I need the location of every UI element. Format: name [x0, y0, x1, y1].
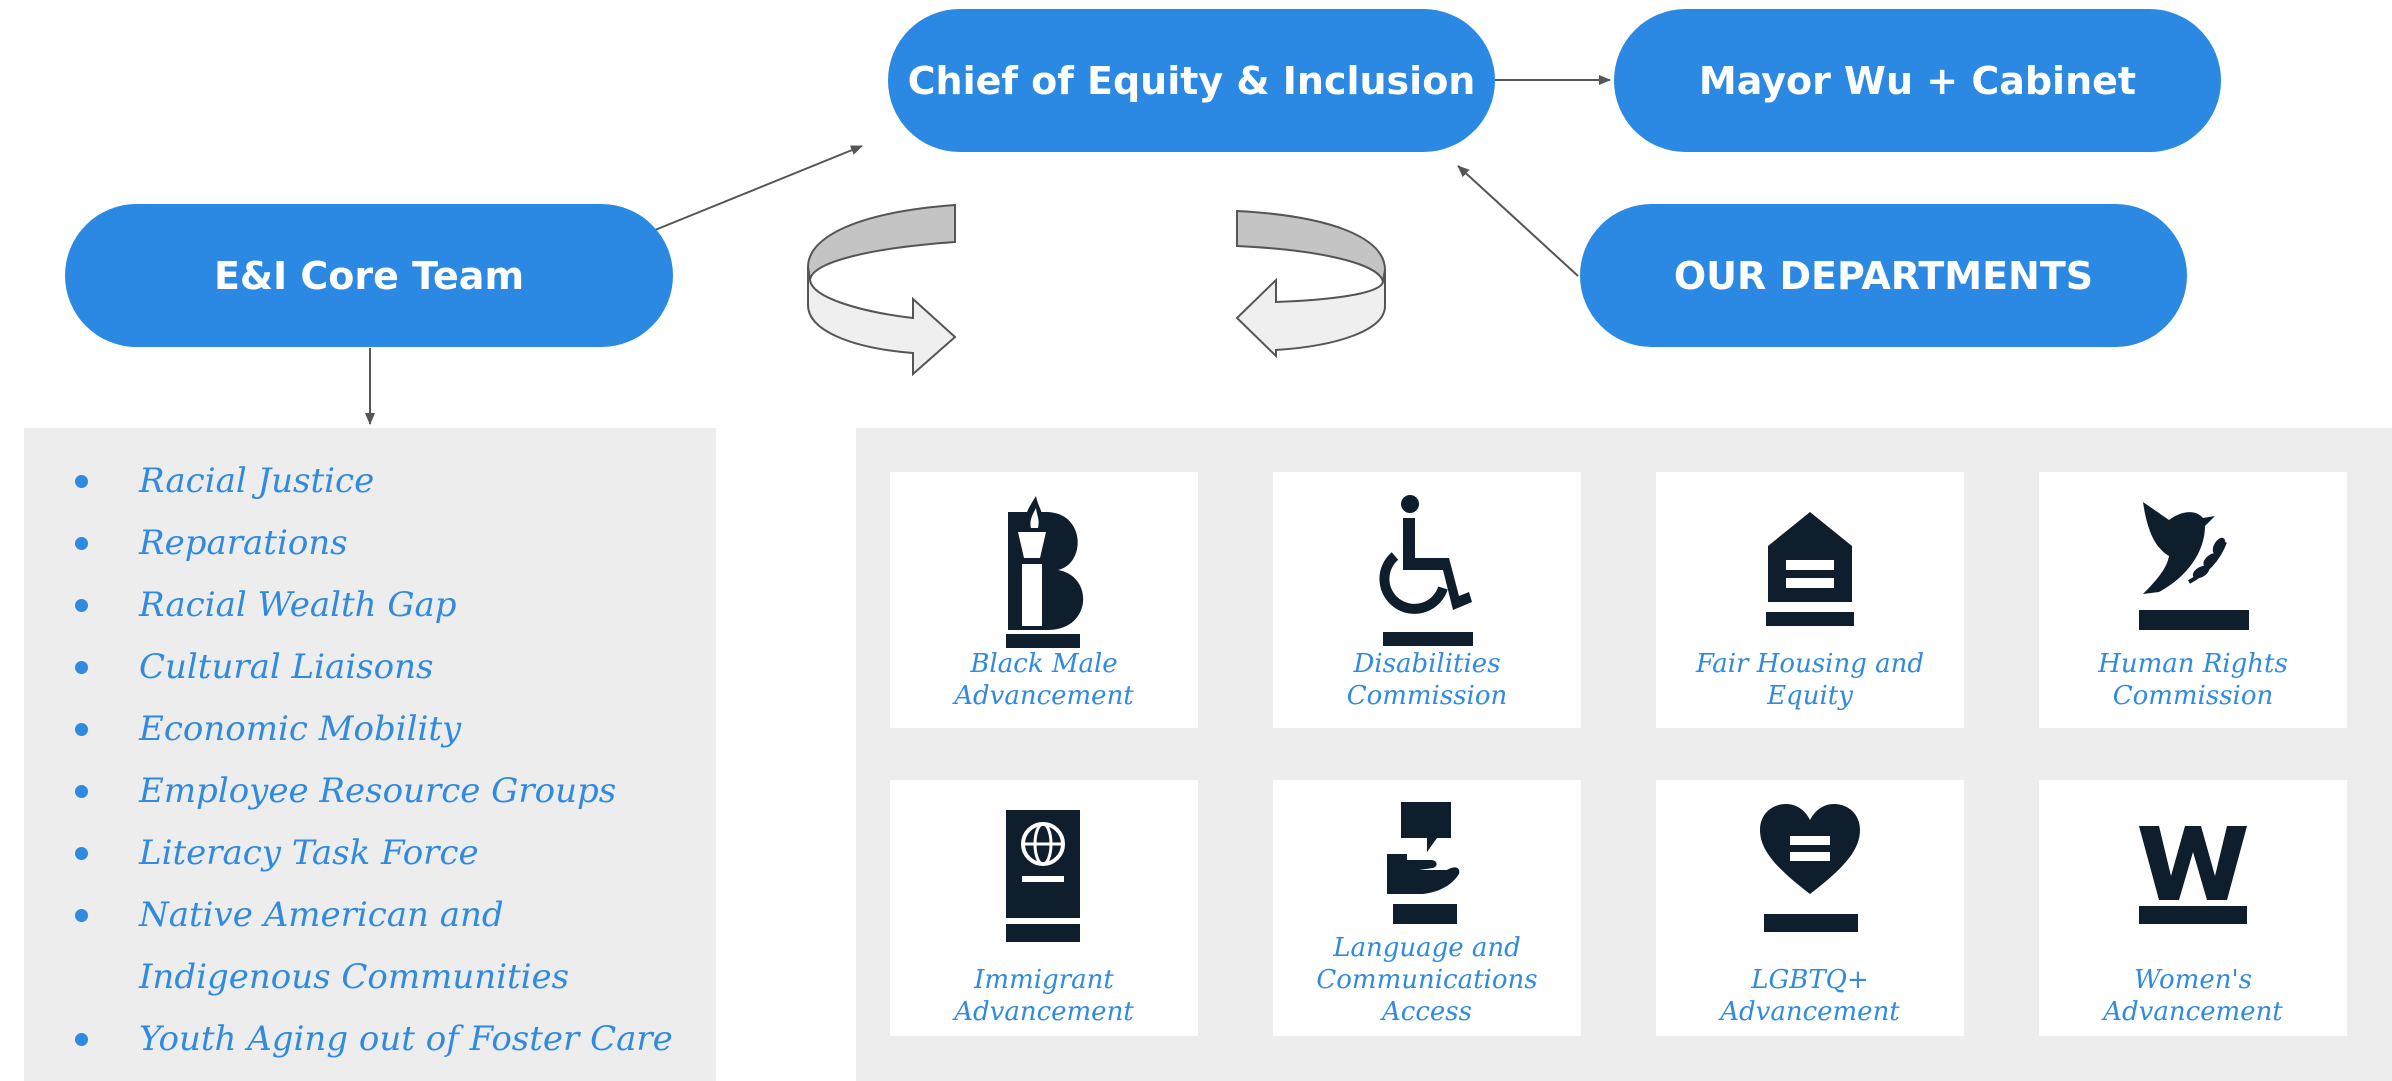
bullet-icon — [72, 636, 90, 698]
department-card-fair-housing-equity: Fair Housing and Equity — [1656, 472, 1964, 728]
topic-label: Employee Resource Groups — [139, 771, 617, 811]
departments-panel: Black Male Advancement Disabilities Comm… — [856, 428, 2392, 1081]
topic-item: Native American and Indigenous Communiti… — [24, 884, 716, 1008]
department-card-womens-advancement: Women's Advancement — [2039, 780, 2347, 1036]
department-card-human-rights-commission: Human Rights Commission — [2039, 472, 2347, 728]
speech-hand-icon — [1387, 802, 1460, 924]
topic-label: Youth Aging out of Foster Care — [139, 1019, 673, 1059]
dove-icon — [2139, 502, 2249, 630]
department-label: Disabilities Commission — [1346, 649, 1508, 711]
department-label: LGBTQ+ Advancement — [1720, 965, 1900, 1027]
house-equal-icon — [1766, 512, 1854, 626]
bullet-icon — [72, 512, 90, 574]
topic-label: Native American and Indigenous Communiti… — [139, 895, 570, 997]
topic-item: Economic Mobility — [24, 698, 716, 760]
department-card-language-communications-access: Language and Communications Access — [1273, 780, 1581, 1036]
wheelchair-icon — [1379, 495, 1473, 646]
topic-label: Literacy Task Force — [139, 833, 479, 873]
topic-label: Reparations — [139, 523, 348, 563]
topic-label: Cultural Liaisons — [139, 647, 434, 687]
department-card-immigrant-advancement: Immigrant Advancement — [890, 780, 1198, 1036]
topic-label: Racial Justice — [139, 461, 375, 501]
topic-item: Employee Resource Groups — [24, 760, 716, 822]
department-label: Women's Advancement — [2103, 965, 2283, 1027]
core-team-node: E&I Core Team — [65, 204, 673, 347]
chief-equity-node: Chief of Equity & Inclusion — [888, 9, 1495, 152]
core-team-topics-panel: Racial Justice Reparations Racial Wealth… — [24, 428, 716, 1081]
topic-list: Racial Justice Reparations Racial Wealth… — [24, 450, 716, 1070]
department-card-black-male-advancement: Black Male Advancement — [890, 472, 1198, 728]
department-label: Language and Communications Access — [1316, 933, 1538, 1027]
cycle-arrow-left — [806, 203, 957, 377]
bullet-icon — [72, 574, 90, 636]
heart-equal-icon — [1760, 804, 1860, 932]
bullet-icon — [72, 760, 90, 822]
departments-node: OUR DEPARTMENTS — [1580, 204, 2187, 347]
cycle-arrow-right — [1235, 209, 1387, 359]
arrow-core-to-chief — [654, 145, 863, 231]
topic-label: Economic Mobility — [139, 709, 462, 749]
arrow-departments-to-chief — [1457, 165, 1579, 277]
bullet-icon — [72, 884, 90, 946]
department-card-disabilities-commission: Disabilities Commission — [1273, 472, 1581, 728]
department-label: Black Male Advancement — [954, 649, 1134, 711]
torch-b-icon — [1006, 496, 1084, 648]
department-label: Immigrant Advancement — [954, 965, 1134, 1027]
topic-item: Cultural Liaisons — [24, 636, 716, 698]
topic-item: Racial Justice — [24, 450, 716, 512]
topic-item: Youth Aging out of Foster Care — [24, 1008, 716, 1070]
bullet-icon — [72, 1008, 90, 1070]
department-card-lgbtq-advancement: LGBTQ+ Advancement — [1656, 780, 1964, 1036]
bullet-icon — [72, 450, 90, 512]
passport-icon — [1006, 810, 1080, 942]
topic-item: Reparations — [24, 512, 716, 574]
bullet-icon — [72, 698, 90, 760]
department-label: Fair Housing and Equity — [1695, 649, 1925, 711]
letter-w-icon — [2139, 826, 2247, 924]
topic-item: Racial Wealth Gap — [24, 574, 716, 636]
department-label: Human Rights Commission — [2098, 649, 2288, 711]
topic-item: Literacy Task Force — [24, 822, 716, 884]
topic-label: Racial Wealth Gap — [139, 585, 457, 625]
mayor-cabinet-node: Mayor Wu + Cabinet — [1614, 9, 2221, 152]
bullet-icon — [72, 822, 90, 884]
